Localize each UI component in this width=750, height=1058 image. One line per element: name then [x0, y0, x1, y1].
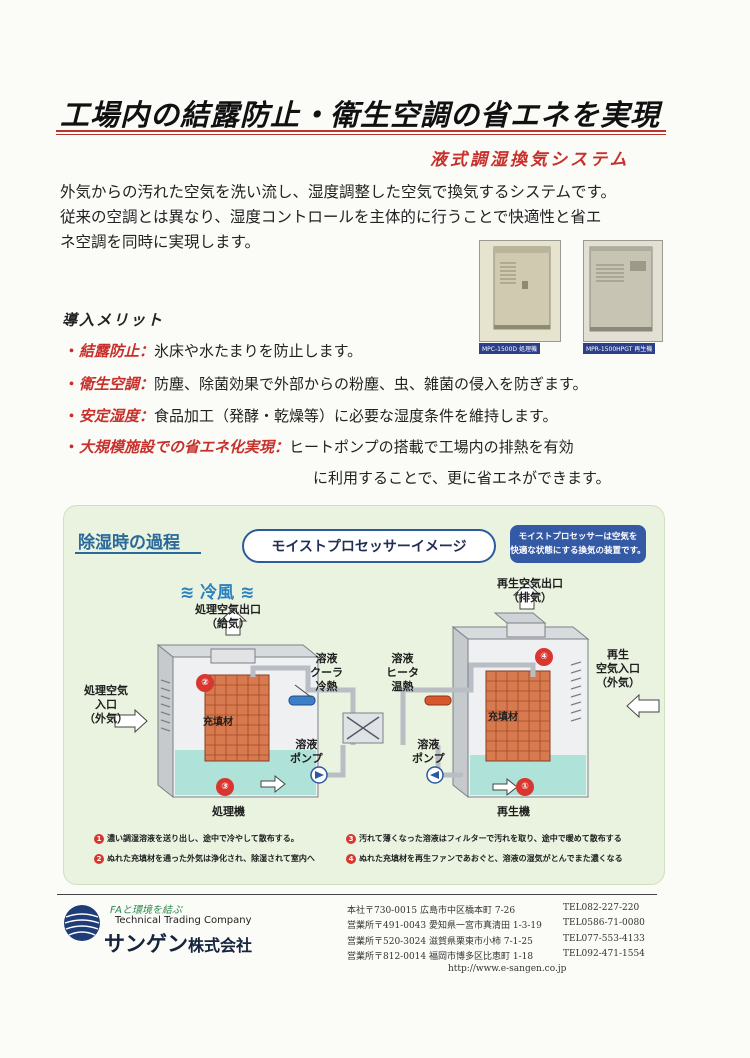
intro-line: ネ空調を同時に実現します。 — [60, 233, 260, 251]
page-subtitle: 液式調湿換気システム — [430, 150, 630, 170]
office-tel: TEL082-227-220 — [563, 903, 640, 913]
page-title: 工場内の結露防止・衛生空調の省エネを実現 — [60, 98, 661, 132]
cold-wind-label: ≋ 冷風 ≋ — [180, 583, 255, 603]
photo-caption-processor: MPC-1500D 処理機 — [479, 343, 540, 354]
cooler-pointer — [294, 684, 312, 698]
packing-left-label: 充填材 — [203, 717, 233, 728]
badge-line: 快適な状態にする換気の装置です。 — [510, 546, 646, 556]
merit-label: 大規模施設での省エネ化実現 — [79, 438, 275, 456]
system-diagram — [114, 582, 660, 799]
info-badge: モイストプロセッサーは空気を 快適な状態にする換気の装置です。 — [510, 525, 646, 563]
merit-label: 安定湿度 — [79, 407, 140, 425]
product-photo-regenerator — [583, 240, 663, 342]
marker-2 — [196, 674, 214, 692]
cooler-label: 溶液 クーラ 冷熱 — [310, 652, 343, 693]
pump-right-label: 溶液 ポンプ — [412, 738, 445, 765]
footer-divider — [57, 894, 657, 895]
marker-3-label: ③ — [221, 782, 229, 792]
company-url[interactable]: http://www.e-sangen.co.jp — [448, 964, 567, 974]
marker-3 — [216, 778, 234, 796]
solution-cooler — [288, 695, 316, 706]
photo-caption-regenerator: MPR-1500HPGT 再生機 — [583, 343, 656, 354]
office-tel: TEL092-471-1554 — [563, 949, 645, 959]
marker-1-label: ① — [521, 782, 529, 792]
merit-label: 結露防止 — [79, 342, 140, 360]
unit-right-label: 再生機 — [497, 805, 530, 818]
office-address: 営業所〒491-0043 愛知県一宮市真清田 1-3-19 — [347, 921, 542, 931]
marker-4 — [535, 648, 553, 666]
company-name-jp: サンゲン株式会社 — [104, 932, 253, 956]
pump-left-label: 溶液 ポンプ — [290, 738, 323, 765]
unit-left-label: 処理機 — [212, 805, 245, 818]
solution-heater — [424, 695, 452, 706]
regen-outlet-label: 再生空気出口 （排気） — [497, 577, 563, 604]
company-name-en: Technical Trading Company — [115, 915, 252, 926]
merit-item: ・大規模施設での省エネ化実現：ヒートポンプの搭載で工場内の排熱を有効 — [64, 438, 574, 456]
office-address: 本社〒730-0015 広島市中区橋本町 7-26 — [347, 906, 516, 916]
merit-label: 衛生空調 — [79, 375, 140, 393]
office-address: 営業所〒812-0014 福岡市博多区比恵町 1-18 — [347, 952, 534, 962]
intro-line: 従来の空調とは異なり、湿度コントロールを主体的に行うことで快適性と省エ — [60, 208, 602, 226]
intro-text: 外気からの汚れた空気を洗い流し、湿度調整した空気で換気するシステムです。 従来の… — [60, 180, 700, 255]
image-title: モイストプロセッサーイメージ — [242, 529, 496, 563]
merit-text: 防塵、除菌効果で外部からの粉塵、虫、雑菌の侵入を防ぎます。 — [154, 375, 588, 393]
merit-item: ・結露防止：氷床や水たまりを防止します。 — [64, 342, 363, 360]
regenerator-unit — [451, 612, 590, 799]
product-photo-processor — [479, 240, 561, 342]
section-title-underline — [75, 552, 201, 554]
heater-label: 溶液 ヒータ 温熱 — [386, 652, 419, 693]
office-tel: TEL0586-71-0080 — [563, 918, 645, 928]
marker-2-label: ② — [201, 678, 209, 688]
office-address: 営業所〒520-3024 滋賀県栗東市小柿 7-1-25 — [347, 937, 533, 947]
packing-right-label: 充填材 — [488, 712, 518, 723]
title-divider — [56, 130, 666, 132]
office-tel: TEL077-553-4133 — [563, 934, 645, 944]
merit-text: ヒートポンプの搭載で工場内の排熱を有効 — [289, 438, 574, 456]
marker-4-label: ④ — [540, 652, 548, 662]
merit-text: 氷床や水たまりを防止します。 — [154, 342, 363, 360]
company-logo-icon — [64, 905, 100, 941]
company-tagline: FAと環境を結ぶ — [110, 905, 183, 916]
proc-outlet-label: 処理空気出口 （給気） — [195, 603, 261, 630]
merit-item: ・安定湿度：食品加工（発酵・乾燥等）に必要な湿度条件を維持します。 — [64, 407, 558, 425]
badge-line: モイストプロセッサーは空気を — [518, 532, 638, 542]
air-flow-arrows — [114, 582, 660, 797]
merit-heading: 導入メリット — [62, 311, 165, 329]
regen-inlet-label: 再生 空気入口 （外気） — [596, 648, 640, 689]
proc-inlet-label: 処理空気 入口 （外気） — [84, 684, 128, 725]
intro-line: 外気からの汚れた空気を洗い流し、湿度調整した空気で換気するシステムです。 — [60, 183, 616, 201]
merit-text: 食品加工（発酵・乾燥等）に必要な湿度条件を維持します。 — [154, 407, 558, 425]
section-title: 除湿時の過程 — [78, 533, 180, 553]
merit-item: ・衛生空調：防塵、除菌効果で外部からの粉塵、虫、雑菌の侵入を防ぎます。 — [64, 375, 588, 393]
merit-text-continued: に利用することで、更に省エネができます。 — [313, 469, 611, 487]
title-divider-thin — [56, 134, 666, 135]
marker-1 — [516, 778, 534, 796]
